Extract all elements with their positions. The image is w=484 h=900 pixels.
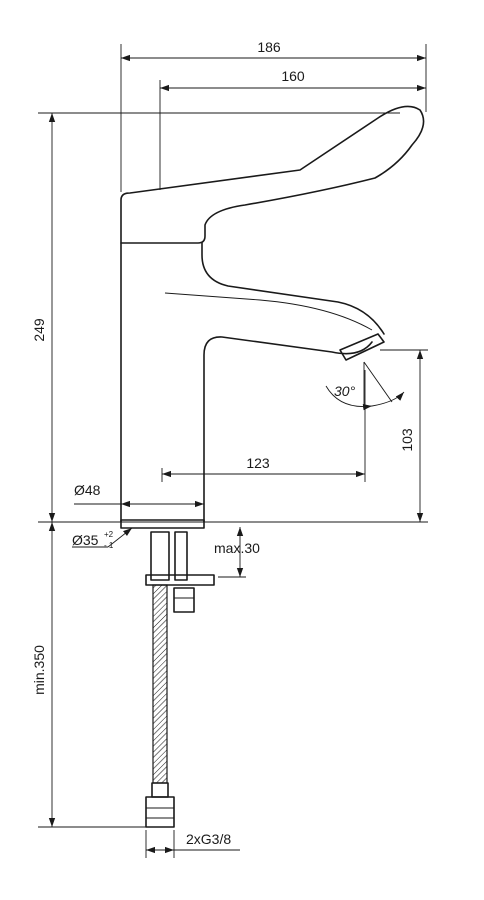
dimension-hose-length: min.350 (31, 522, 146, 828)
braided-hose (152, 584, 168, 784)
faucet-body (120, 242, 385, 523)
base-ring (120, 519, 205, 529)
dimension-spout-height: 103 (380, 349, 428, 522)
hole-tolerance-minus: - 1 (104, 541, 114, 550)
spout-reach-label: 123 (246, 455, 270, 471)
connection-label: 2xG3/8 (186, 831, 231, 847)
dimension-height: 249 (31, 112, 400, 522)
hose-connector-nut (145, 782, 175, 828)
dimension-connection: 2xG3/8 (145, 830, 240, 858)
dimension-lever-width: 160 (159, 68, 426, 190)
dimension-spout-reach: 123 (161, 370, 366, 482)
height-label: 249 (31, 318, 47, 342)
dimension-body-diameter: Ø48 (74, 482, 204, 508)
deck-thickness-label: max.30 (214, 540, 260, 556)
spray-angle-label: 30° (334, 383, 356, 399)
hole-diameter-label: Ø35 (72, 532, 99, 548)
dimension-deck-thickness: max.30 (214, 527, 260, 578)
lever-handle (120, 105, 425, 244)
mounting-assembly (145, 531, 215, 613)
lever-width-label: 160 (281, 68, 305, 84)
spray-angle: 30° (325, 361, 405, 411)
dimension-hole-diameter: Ø35 +2 - 1 (72, 527, 133, 550)
body-diameter-label: Ø48 (74, 482, 101, 498)
dimension-overall-width: 186 (120, 39, 427, 192)
hole-tolerance-plus: +2 (104, 530, 114, 539)
hose-length-label: min.350 (31, 645, 47, 695)
overall-width-label: 186 (257, 39, 281, 55)
spout-height-label: 103 (399, 428, 415, 452)
